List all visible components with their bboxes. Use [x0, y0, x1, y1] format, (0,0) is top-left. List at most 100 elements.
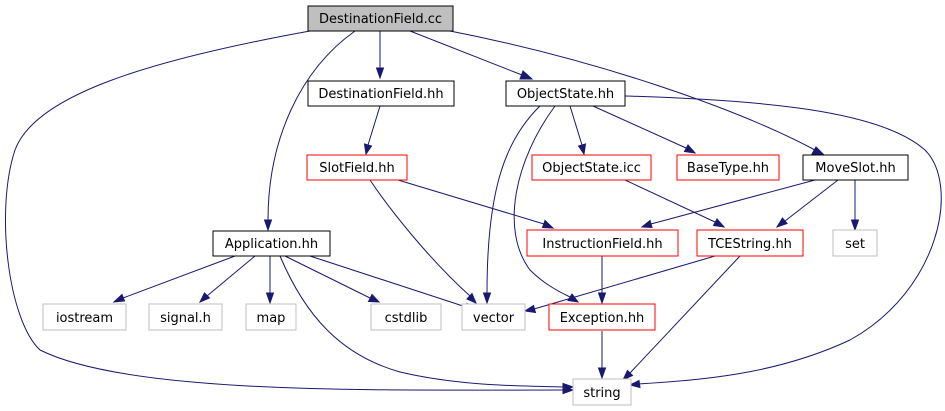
edge-objstate-hh-to-basetype-hh: [592, 105, 687, 149]
edge-application-hh-to-iostream: [122, 255, 236, 299]
arrowhead: [482, 292, 492, 305]
node-box: [526, 229, 679, 257]
node-iostream[interactable]: iostream: [42, 303, 127, 331]
dependency-edges: [4, 29, 942, 395]
node-signal-h[interactable]: signal.h: [148, 303, 223, 331]
node-label: map: [257, 311, 286, 326]
node-box: [832, 229, 878, 257]
edge-moveslot-hh-to-tcestring-hh: [784, 179, 839, 222]
node-box: [245, 303, 297, 331]
node-vector[interactable]: vector: [461, 303, 526, 331]
node-label: iostream: [56, 311, 113, 326]
edge-objstate-icc-to-tcestring-hh: [624, 179, 716, 223]
node-box: [148, 303, 223, 331]
node-label: set: [845, 237, 865, 252]
node-label: ObjectState.hh: [517, 87, 614, 102]
edge-objstate-hh-to-exception-hh: [513, 105, 571, 298]
node-box: [572, 378, 632, 406]
node-box: [212, 230, 331, 257]
arrowhead: [562, 382, 575, 392]
arrowhead: [263, 219, 273, 232]
edge-slotfield-hh-to-instrfield-hh: [397, 179, 545, 225]
node-label: DestinationField.hh: [318, 87, 443, 102]
node-application-hh[interactable]: Application.hh: [212, 230, 331, 257]
edge-destfield-cc-to-string: [4, 30, 564, 391]
node-basetype-hh[interactable]: BaseType.hh: [676, 154, 780, 181]
node-label: BaseType.hh: [687, 161, 769, 176]
node-box: [531, 154, 652, 181]
node-box: [696, 229, 804, 257]
edge-application-hh-to-cstdlib: [284, 255, 371, 299]
edge-destfield-hh-to-slotfield-hh: [367, 105, 381, 146]
edge-application-hh-to-signal-h: [206, 255, 256, 297]
arrowhead: [577, 143, 587, 156]
node-cstdlib[interactable]: cstdlib: [370, 303, 442, 331]
node-objectstate-icc[interactable]: ObjectState.icc: [531, 154, 652, 181]
edge-destfield-cc-to-application-hh: [267, 30, 356, 221]
arrowhead: [367, 293, 381, 303]
node-box: [461, 303, 526, 331]
arrowhead: [621, 369, 634, 382]
arrowhead: [597, 292, 607, 305]
arrowhead: [683, 144, 697, 154]
node-label: SlotField.hh: [319, 161, 395, 176]
node-moveslot-hh[interactable]: MoveSlot.hh: [802, 154, 909, 181]
arrowhead: [523, 304, 537, 314]
node-label: cstdlib: [385, 311, 428, 326]
arrowhead: [850, 219, 860, 232]
node-box: [505, 80, 626, 107]
edge-objstate-hh-to-string: [624, 95, 942, 385]
edge-tcestring-hh-to-string: [629, 255, 741, 374]
arrowhead: [198, 292, 211, 303]
edge-application-hh-to-string: [279, 255, 564, 388]
arrowhead: [628, 379, 641, 389]
node-label: Application.hh: [225, 237, 318, 252]
node-destinationfield-cc[interactable]: DestinationField.cc: [307, 5, 454, 32]
arrowhead: [597, 367, 607, 380]
node-label: vector: [473, 311, 515, 326]
node-objectstate-hh[interactable]: ObjectState.hh: [505, 80, 626, 107]
node-label: DestinationField.cc: [319, 12, 442, 27]
arrowhead: [712, 218, 726, 228]
arrowhead: [811, 146, 826, 156]
node-instructionfield-hh[interactable]: InstructionField.hh: [526, 229, 679, 257]
edge-destfield-cc-to-objstate-hh: [409, 30, 523, 76]
node-destinationfield-hh[interactable]: DestinationField.hh: [307, 80, 455, 107]
edge-application-hh-to-vector: [309, 255, 467, 308]
edge-destfield-cc-to-moveslot-hh: [444, 29, 816, 151]
node-box: [802, 154, 909, 181]
node-set[interactable]: set: [832, 229, 878, 257]
arrowhead: [265, 292, 275, 305]
node-box: [370, 303, 442, 331]
node-box: [676, 154, 780, 181]
node-label: signal.h: [160, 311, 211, 326]
edge-slotfield-hh-to-vector: [369, 179, 471, 297]
node-exception-hh[interactable]: Exception.hh: [548, 303, 656, 331]
node-box: [307, 5, 454, 32]
node-box: [548, 303, 656, 331]
node-label: string: [583, 386, 620, 401]
edge-tcestring-hh-to-vector: [533, 255, 716, 310]
arrowhead: [363, 143, 373, 156]
node-map[interactable]: map: [245, 303, 297, 331]
node-label: Exception.hh: [560, 311, 645, 326]
file-nodes: DestinationField.cc DestinationField.hh …: [42, 5, 909, 406]
arrowhead: [112, 293, 126, 303]
node-box: [42, 303, 127, 331]
node-box: [306, 154, 408, 181]
node-label: ObjectState.icc: [542, 161, 641, 176]
node-slotfield-hh[interactable]: SlotField.hh: [306, 154, 408, 181]
edge-objstate-hh-to-vector: [486, 105, 541, 294]
node-box: [307, 80, 455, 107]
edge-moveslot-hh-to-instrfield-hh: [650, 179, 816, 225]
arrowhead: [519, 70, 534, 80]
node-label: InstructionField.hh: [542, 237, 662, 252]
node-tcestring-hh[interactable]: TCEString.hh: [696, 229, 804, 257]
node-label: TCEString.hh: [707, 237, 792, 252]
node-label: MoveSlot.hh: [815, 161, 895, 176]
arrowhead: [375, 67, 385, 80]
arrowhead: [541, 219, 555, 229]
arrowhead: [466, 292, 477, 304]
node-string[interactable]: string: [572, 378, 632, 406]
